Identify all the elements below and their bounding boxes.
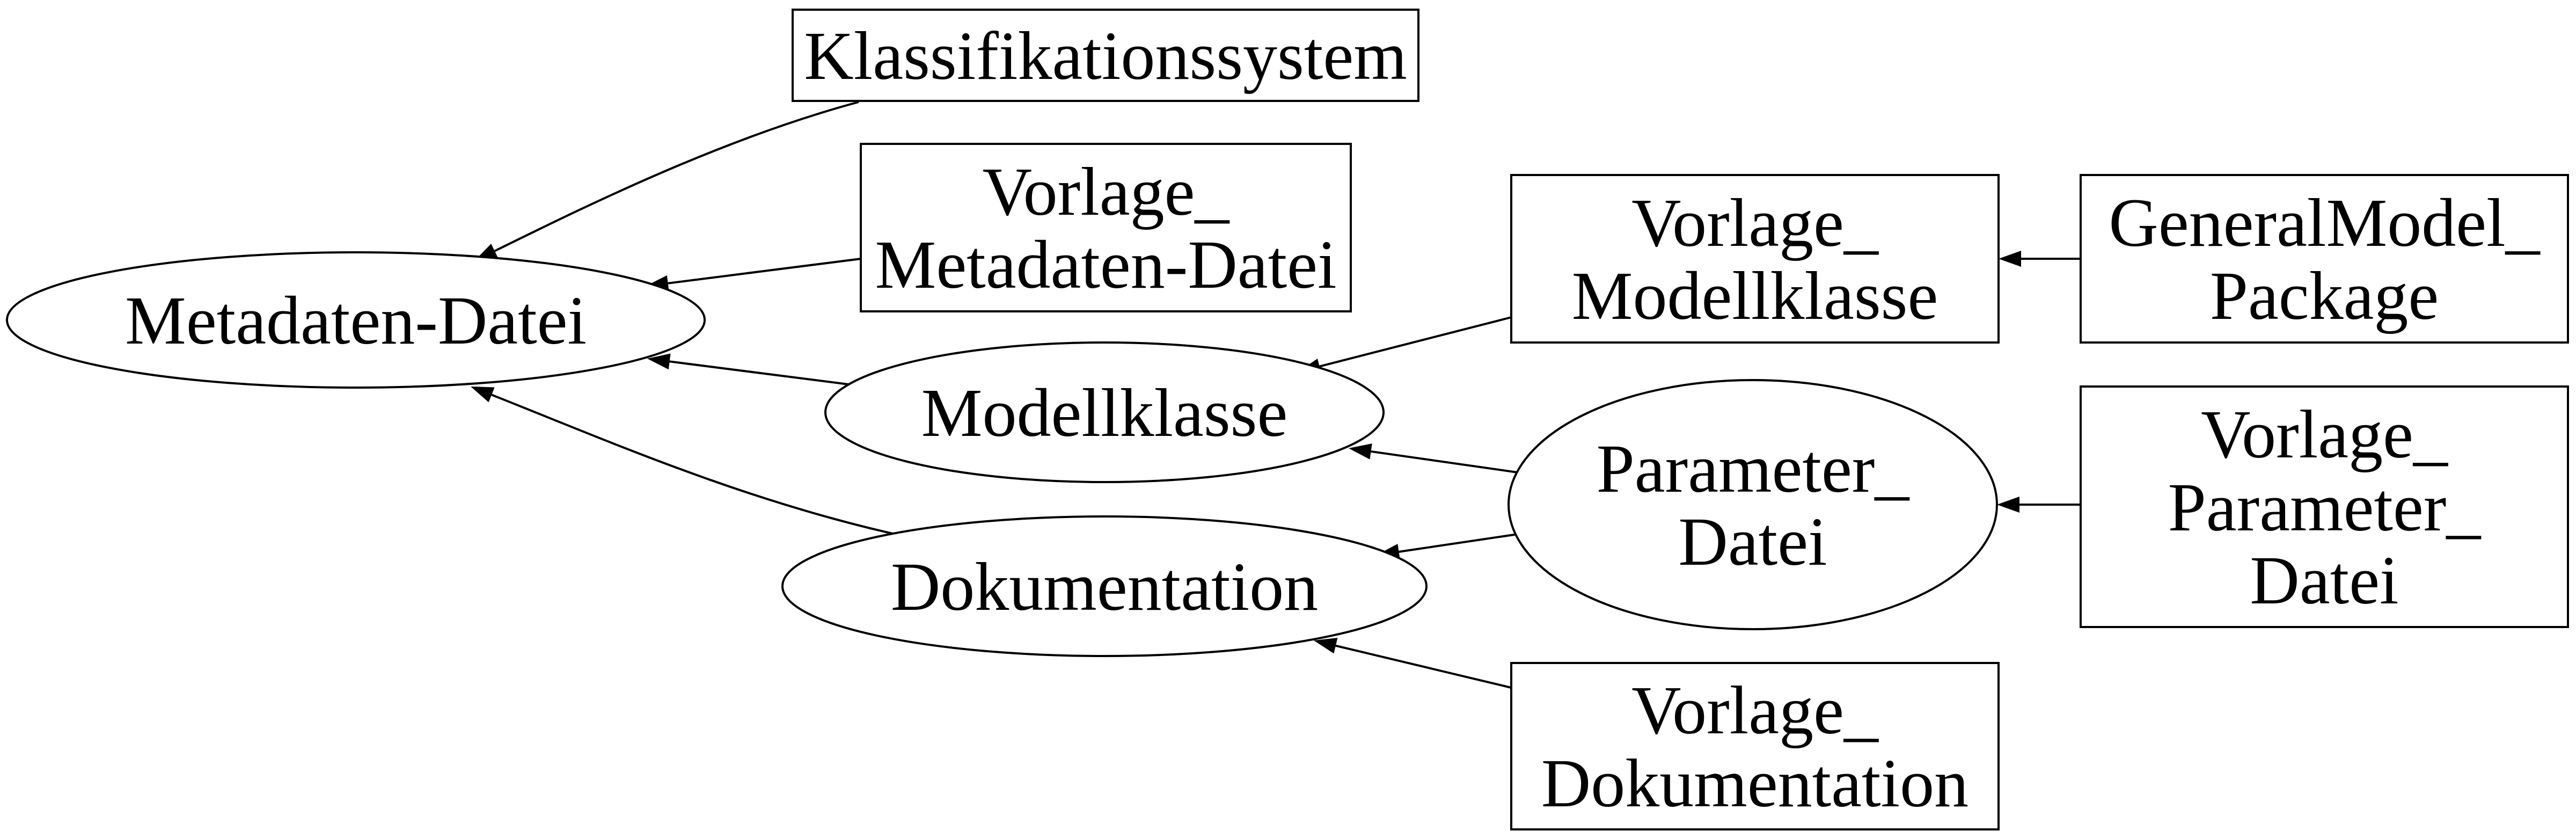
- arrowhead: [1314, 638, 1338, 654]
- node-dokumentation: Dokumentation: [781, 515, 1428, 657]
- node-label: Vorlage_: [1631, 185, 1879, 261]
- node-label: Dokumentation: [891, 549, 1318, 625]
- arrowhead: [1999, 251, 2021, 267]
- edge-line: [669, 360, 858, 387]
- node-vorlage-metadaten-datei: Vorlage_Metadaten-Datei: [860, 143, 1352, 312]
- node-metadaten-datei: Metadaten-Datei: [6, 251, 706, 389]
- arrowhead: [1349, 443, 1372, 460]
- arrowhead: [471, 387, 495, 403]
- edge-line: [1399, 533, 1518, 553]
- edge-line: [1335, 644, 1512, 689]
- node-vorlage-modellklasse: Vorlage_Modellklasse: [1510, 174, 2000, 344]
- node-label: Package: [2210, 258, 2439, 334]
- node-box: [2080, 174, 2569, 344]
- node-label: GeneralModel_: [2109, 185, 2540, 261]
- node-label: Klassifikationssystem: [804, 18, 1407, 94]
- node-label: Modellklasse: [921, 375, 1288, 451]
- edge-parameter-datei-to-dokumentation: [1377, 533, 1518, 560]
- node-vorlage-parameter-datei: Vorlage_Parameter_Datei: [2080, 385, 2569, 628]
- edge-vorlage-modellklasse-to-modellklasse: [1298, 316, 1512, 375]
- edge-klassifikationssystem-to-metadaten-datei: [474, 101, 859, 261]
- node-vorlage-dokumentation: Vorlage_Dokumentation: [1510, 662, 2000, 830]
- node-ellipse: [6, 251, 706, 389]
- node-modellklasse: Modellklasse: [824, 341, 1385, 483]
- node-klassifikationssystem: Klassifikationssystem: [792, 9, 1419, 102]
- node-ellipse: [781, 515, 1428, 657]
- edge-line: [491, 394, 896, 535]
- node-ellipse: [824, 341, 1385, 483]
- nodes-layer: KlassifikationssystemVorlage_Metadaten-D…: [6, 9, 2569, 830]
- node-label: Dokumentation: [1541, 745, 1968, 821]
- node-box: [792, 9, 1419, 102]
- edge-generalmodel-package-to-vorlage-modellklasse: [1999, 251, 2081, 267]
- edge-parameter-datei-to-modellklasse: [1349, 443, 1518, 473]
- node-label: Vorlage_: [983, 154, 1230, 230]
- edge-line: [494, 101, 859, 252]
- node-label: Parameter_: [1597, 431, 1910, 507]
- node-generalmodel-package: GeneralModel_Package: [2080, 174, 2569, 344]
- node-label: Datei: [1678, 504, 1827, 580]
- edge-vorlage-metadaten-datei-to-metadaten-datei: [646, 258, 861, 292]
- node-label: Metadaten-Datei: [875, 227, 1337, 303]
- arrowhead: [647, 353, 671, 370]
- edge-line: [1371, 450, 1518, 473]
- edge-vorlage-parameter-datei-to-parameter-datei: [1997, 497, 2081, 513]
- node-label: Vorlage_: [1631, 672, 1879, 748]
- node-box: [1510, 662, 2000, 830]
- edge-vorlage-dokumentation-to-dokumentation: [1314, 638, 1512, 689]
- node-label: Parameter_: [2168, 469, 2482, 545]
- node-box: [2080, 385, 2569, 628]
- node-label: Metadaten-Datei: [125, 282, 587, 359]
- edge-dokumentation-to-metadaten-datei: [471, 387, 896, 535]
- node-label: Vorlage_: [2201, 396, 2448, 472]
- node-box: [860, 143, 1352, 312]
- edge-line: [1319, 316, 1512, 368]
- node-label: Modellklasse: [1572, 258, 1938, 334]
- node-ellipse: [1507, 379, 1998, 630]
- node-parameter-datei: Parameter_Datei: [1507, 379, 1998, 630]
- node-box: [1510, 174, 2000, 344]
- edge-modellklasse-to-metadaten-datei: [647, 353, 858, 387]
- node-label: Datei: [2250, 542, 2398, 618]
- arrowhead: [1997, 497, 2019, 513]
- edge-line: [668, 258, 861, 285]
